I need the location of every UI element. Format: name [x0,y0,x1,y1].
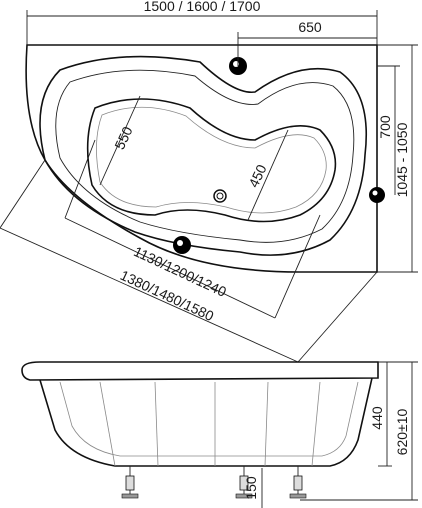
inner-height-label: 700 [377,115,393,139]
support-leg-middle [235,466,253,499]
basin-outer-contour [39,55,368,256]
side-fitting-highlight [372,190,378,196]
dimension-line-450 [247,129,289,221]
basin-depth-label: 440 [369,406,385,430]
corner-offset-label: 650 [298,19,322,35]
basin-bottom-inner-contour [96,106,327,214]
leg-height-label: 150 [243,476,259,500]
support-leg-right [289,466,307,499]
extension-line [0,159,46,229]
dimension-line-550 [99,95,141,186]
extension-line [297,271,378,363]
side-shell-fold [154,381,159,467]
side-shell-fold [311,381,321,467]
basin-bottom-contour [86,98,337,223]
side-shell [39,377,373,467]
side-shell-fold [264,381,269,467]
overall-depth-label: 1045 - 1050 [394,122,410,197]
top-view: 1500 / 1600 / 1700 650 700 1045 - 1050 1… [0,0,418,363]
total-height-label: 620±10 [394,408,410,455]
side-shell-inner [59,381,359,457]
seat-width-label: 450 [245,162,269,190]
extension-line [274,214,321,319]
dimension-line-diagonal [0,227,299,363]
drain-hole-icon [213,189,227,203]
drain-hole-inner [216,192,224,200]
side-shell-fold [99,381,116,467]
bottom-width-label: 550 [111,124,135,152]
overflow-fitting-highlight [233,61,239,67]
extension-line [64,139,96,219]
overall-length-label: 1500 / 1600 / 1700 [144,0,261,14]
side-fitting-icon [369,187,385,203]
side-view: 150 440 620±10 [21,361,418,508]
drain-fitting-highlight [177,240,183,246]
side-rim [21,361,379,381]
dimension-line-inner-length [64,217,276,319]
support-leg-left [121,466,139,499]
basin-middle-contour [55,69,355,243]
